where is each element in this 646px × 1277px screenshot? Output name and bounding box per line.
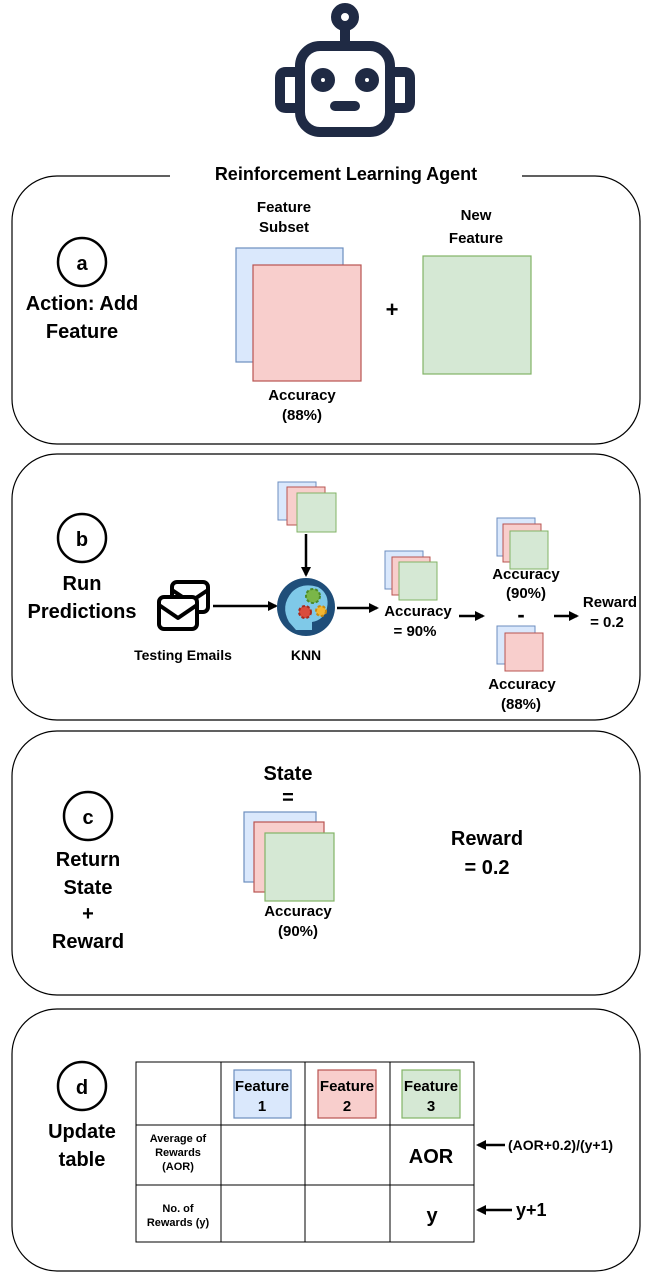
update-caption-line1: Update (48, 1121, 116, 1143)
step-letter-a: a (76, 253, 88, 275)
aor-cell: AOR (409, 1146, 454, 1168)
panel-predictions: b Run Predictions Testing Emails KNN (11, 453, 641, 721)
panel-action: Reinforcement Learning Agent a Action: A… (11, 164, 641, 445)
subset-accuracy-line2: (88%) (282, 407, 322, 424)
step-letter-d: d (76, 1077, 88, 1099)
col1-label-line2: 1 (258, 1098, 266, 1115)
col2-label-line2: 2 (343, 1098, 351, 1115)
step-letter-b: b (76, 529, 88, 551)
aor-update-formula: (AOR+0.2)/(y+1) (508, 1137, 613, 1153)
agent-title: Reinforcement Learning Agent (215, 164, 477, 184)
reward-b-line1: Reward (583, 594, 637, 611)
new-feature-label-line1: New (461, 207, 492, 224)
accuracy-new-line1: Accuracy (384, 603, 452, 620)
feature-stack-90 (496, 517, 549, 570)
plus-sign: + (386, 297, 399, 322)
col2-label-line1: Feature (320, 1078, 374, 1095)
new-feature-green (422, 255, 532, 375)
minus-sign: - (517, 602, 524, 627)
new-feature-label-line2: Feature (449, 230, 503, 247)
feature-stack-88 (496, 625, 544, 672)
subset-label-line1: Feature (257, 199, 311, 216)
action-caption-line1: Action: Add (26, 293, 139, 315)
state-accuracy-line1: Accuracy (264, 903, 332, 920)
feature-subset-red (252, 264, 362, 382)
feature2-header-swatch (317, 1069, 377, 1119)
feature-stack-mini (277, 481, 337, 533)
knn-label: KNN (291, 647, 321, 663)
accuracy-90-line2: (90%) (506, 585, 546, 602)
accuracy-new-line2: = 90% (394, 623, 437, 640)
predictions-caption-line2: Predictions (28, 601, 137, 623)
reward-b-line2: = 0.2 (590, 614, 624, 631)
row1-label-line2: Rewards (155, 1147, 201, 1159)
col1-label-line1: Feature (235, 1078, 289, 1095)
state-label-line1: State (264, 763, 313, 785)
action-caption-line2: Feature (46, 321, 118, 343)
row2-label-line1: No. of (162, 1203, 193, 1215)
subset-accuracy-line1: Accuracy (268, 387, 336, 404)
envelopes-icon (157, 580, 210, 631)
y-cell: y (426, 1205, 438, 1227)
feature-stack-new (384, 550, 438, 601)
col3-label-line2: 3 (427, 1098, 435, 1115)
reward-c-line2: = 0.2 (464, 857, 509, 879)
robot-icon (275, 3, 415, 137)
col3-label-line1: Feature (404, 1078, 458, 1095)
row1-label-line3: (AOR) (162, 1161, 194, 1173)
return-caption-line3: + (82, 903, 94, 925)
panel-update-table: d Update table Feature 1 Feature 2 Featu… (11, 1008, 641, 1272)
update-caption-line2: table (59, 1149, 106, 1171)
state-feature-stack (243, 811, 335, 902)
predictions-caption-line1: Run (63, 573, 102, 595)
step-letter-c: c (82, 807, 93, 829)
state-accuracy-line2: (90%) (278, 923, 318, 940)
feature3-header-swatch (401, 1069, 461, 1119)
reward-c-line1: Reward (451, 828, 523, 850)
testing-emails-label: Testing Emails (134, 647, 232, 663)
panel-return-state: c Return State + Reward State = Accuracy… (11, 730, 641, 996)
subset-label-line2: Subset (259, 219, 309, 236)
accuracy-88-line2: (88%) (501, 696, 541, 713)
state-label-line2: = (282, 787, 294, 809)
y-update-formula: y+1 (516, 1200, 547, 1220)
row2-label-line2: Rewards (y) (147, 1217, 210, 1229)
return-caption-line2: State (64, 877, 113, 899)
brain-gears-icon (277, 578, 335, 636)
accuracy-88-line1: Accuracy (488, 676, 556, 693)
return-caption-line1: Return (56, 849, 120, 871)
accuracy-90-line1: Accuracy (492, 566, 560, 583)
q-table (135, 1061, 475, 1243)
row1-label-line1: Average of (150, 1133, 207, 1145)
feature1-header-swatch (233, 1069, 292, 1119)
return-caption-line4: Reward (52, 931, 124, 953)
